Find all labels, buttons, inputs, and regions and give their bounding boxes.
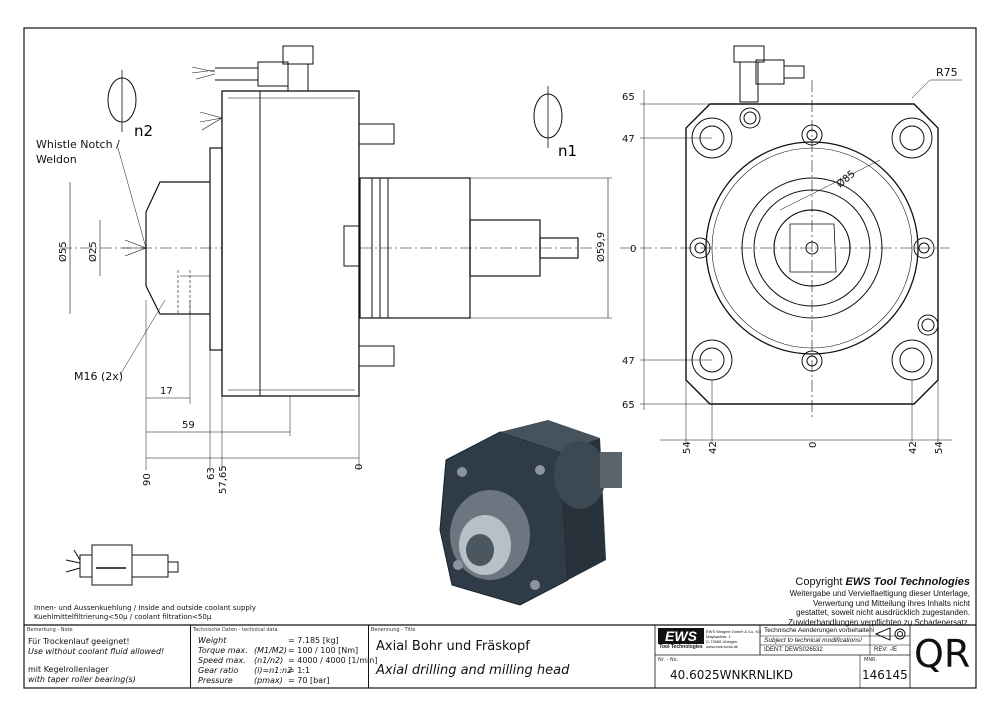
side-view <box>60 45 612 470</box>
tech-data-cell: Technische Daten - technical data Weight… <box>190 625 377 688</box>
copyright-line: Zuwiderhandlungen verpflichten zu Schade… <box>788 617 970 627</box>
copyright-title: Copyright EWS Tool Technologies <box>795 576 970 588</box>
change-note-de: Technische Aenderungen vorbehalten! <box>764 627 875 634</box>
dim-h0: 0 <box>808 442 819 448</box>
r75-label: R75 <box>936 66 958 79</box>
dim-90: 90 <box>142 473 153 486</box>
dim-v65-top: 65 <box>622 92 635 103</box>
revision: REV: -/E <box>874 647 898 653</box>
dim-v0: 0 <box>630 244 636 255</box>
tech-row: Pressure(pmax)= 70 [bar] <box>198 676 330 685</box>
title-block-frame <box>24 624 976 688</box>
company-address: EWS Weigele GmbH & Co. KG Maybachstr. 1 … <box>706 629 762 649</box>
dim-d25: Ø25 <box>87 241 99 262</box>
whistle-notch-label: Whistle Notch / <box>36 138 120 151</box>
m16-label: M16 (2x) <box>74 370 123 383</box>
tech-row: Torque max.(M1/M2)= 100 / 100 [Nm] <box>198 646 359 655</box>
dim-v47-bottom: 47 <box>622 356 635 367</box>
ews-logo: EWS Tool Technologies <box>658 628 704 650</box>
dim-h42-right: 42 <box>908 441 919 454</box>
n2-label: n2 <box>134 122 153 140</box>
dim-63: 63 <box>206 467 217 480</box>
dim-d55: Ø55 <box>57 241 69 262</box>
copyright-line: Weitergabe und Vervielfaeltigung dieser … <box>789 589 970 598</box>
drawing-frame <box>23 27 977 689</box>
dim-17: 17 <box>160 386 173 397</box>
dim-h54-left: 54 <box>682 441 693 454</box>
front-view <box>620 45 962 444</box>
coolant-note: Innen- und Aussenkuehlung / Inside and o… <box>34 604 256 621</box>
isometric-render <box>439 420 622 606</box>
tech-row: Weight= 7.185 [kg] <box>198 636 339 645</box>
tech-row: Gear ratio(i)=n1:n2= 1:1 <box>198 666 311 675</box>
dim-h54-right: 54 <box>934 441 945 454</box>
weldon-label: Weldon <box>36 153 77 166</box>
copyright-notice: Copyright EWS Tool Technologies Weiterga… <box>760 576 970 627</box>
title-english: Axial drilling and milling head <box>376 663 570 678</box>
dim-v65-bottom: 65 <box>622 400 635 411</box>
dim-h42-left: 42 <box>708 441 719 454</box>
note-cell: Bemerkung - Note Für Trockenlauf geeigne… <box>24 625 191 688</box>
coolant-schematic <box>65 544 179 586</box>
change-note-en: Subject to technical modifications! <box>764 637 862 644</box>
copyright-line: gestattet, soweit nicht ausdrücklich zug… <box>796 608 970 617</box>
qr-label: QR <box>914 632 971 676</box>
dim-59: 59 <box>182 420 195 431</box>
n1-label: n1 <box>558 142 577 160</box>
dim-5765: 57,65 <box>218 465 229 494</box>
mnr-number: 146145 <box>862 668 908 682</box>
copyright-line: Verwertung und Mitteilung ihres Inhalts … <box>813 598 970 608</box>
title-german: Axial Bohr und Fräskopf <box>376 639 530 654</box>
dim-d599: Ø59,9 <box>595 232 607 262</box>
part-number: 40.6025WNKRNLIKD <box>670 668 793 682</box>
ident-number: IDENT: DEWS026532 <box>764 647 823 653</box>
dim-0-side: 0 <box>354 464 365 470</box>
title-cell: Benennung - Title Axial Bohr und Fräskop… <box>371 627 570 678</box>
dim-v47-top: 47 <box>622 134 635 145</box>
tech-row: Speed max.(n1/n2)= 4000 / 4000 [1/min] <box>198 656 378 665</box>
